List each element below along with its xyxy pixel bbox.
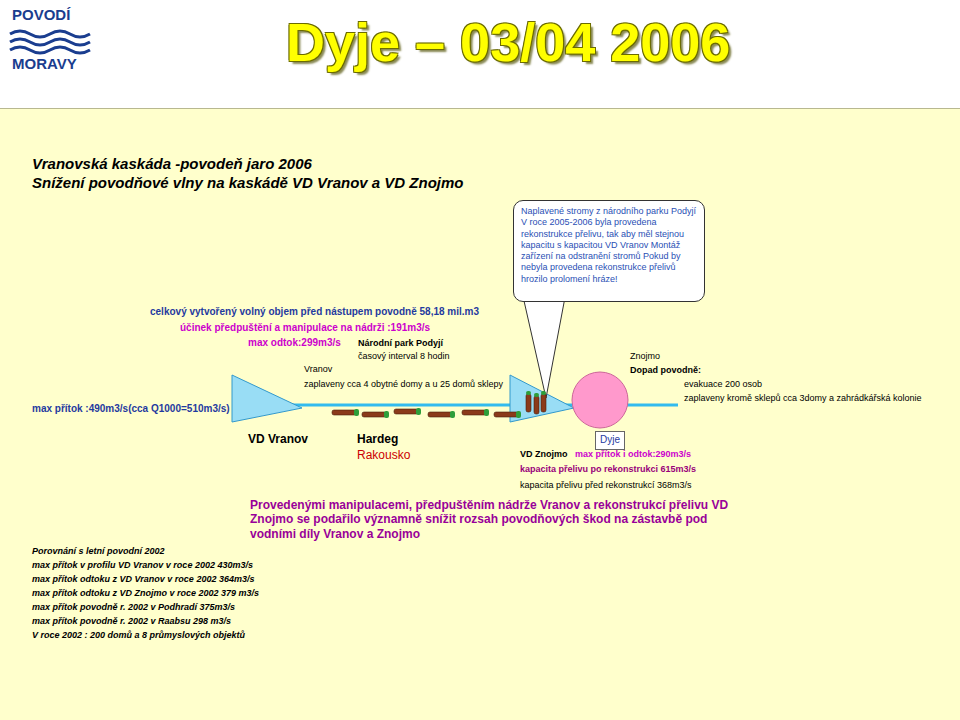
logo-text: MORAVY	[12, 55, 77, 73]
tree-log	[526, 391, 531, 412]
impact-heading: Dopad povodně:	[630, 365, 701, 376]
comparison-item: max přítok povodně r. 2002 v Podhradí 37…	[32, 602, 235, 613]
volume-note: celkový vytvořený volný objem před nástu…	[150, 306, 479, 318]
tree-log	[428, 411, 455, 418]
impact-note: evakuace 200 osob	[684, 379, 762, 390]
effect-note: účinek předpuštění a manipulace na nádrž…	[180, 322, 430, 334]
callout-tail	[522, 292, 566, 398]
tree-log	[494, 411, 521, 418]
time-note: časový interval 8 hodin	[358, 351, 450, 362]
vranov-reservoir	[232, 375, 302, 422]
place-label: Hardeg	[357, 432, 398, 446]
inflow-note: max přítok :490m3/s(cca Q1000=510m3/s)	[32, 403, 230, 415]
section-heading: Vranovská kaskáda -povodeň jaro 2006	[32, 155, 312, 173]
box-text: Dyje	[600, 434, 620, 447]
comparison-item: max přítok povodně r. 2002 v Raabsu 298 …	[32, 616, 231, 627]
slide-title: Dyje – 03/04 2006	[286, 10, 730, 75]
callout-box: Naplavené stromy z národního parku Podyj…	[513, 200, 705, 302]
dam-label: VD Vranov	[248, 432, 308, 446]
comparison-item: V roce 2002 : 200 domů a 8 průmyslových …	[32, 630, 245, 641]
impact-note: zaplaveny kromě sklepů cca 3domy a zahrá…	[684, 393, 922, 404]
comparison-item: max přítok odtoku z VD Znojmo v roce 200…	[32, 588, 259, 599]
outflow-note: max odtok:299m3/s	[248, 337, 341, 349]
capacity-note: kapacita přelivu po rekonstrukci 615m3/s	[520, 464, 696, 475]
flow-note: max přítok i odtok:290m3/s	[575, 449, 691, 460]
comparison-item: max přítok v profilu VD Vranov v roce 20…	[32, 560, 253, 571]
tree-log	[541, 391, 546, 412]
park-label: Národní park Podyjí	[358, 338, 443, 349]
comparison-item: max přítok odtoku z VD Vranov v roce 200…	[32, 574, 254, 585]
section-heading: Snížení povodňové vlny na kaskádě VD Vra…	[32, 174, 464, 192]
znojmo-town	[572, 372, 628, 428]
town-label: Vranov	[304, 364, 332, 375]
town-label: Znojmo	[630, 351, 660, 362]
capacity-note: kapacita přelivu před rekonstrukcí 368m3…	[520, 480, 692, 491]
comparison-heading: Porovnání s letní povodní 2002	[32, 546, 165, 557]
box-text: Naplavené stromy z národního parku Podyj…	[521, 206, 697, 285]
tree-log	[462, 409, 489, 416]
tree-log	[394, 408, 421, 415]
river-label-box: Dyje	[595, 431, 625, 450]
logo-waves	[10, 31, 90, 53]
dam-label: VD Znojmo	[520, 449, 568, 460]
tree-logs	[332, 391, 546, 418]
summary-text: Provedenými manipulacemi, předpuštěním n…	[250, 498, 730, 541]
country-label: Rakousko	[357, 448, 410, 462]
logo-text: POVODÍ	[12, 6, 70, 24]
impact-note: zaplaveny cca 4 obytné domy a u 25 domů …	[304, 379, 503, 390]
tree-log	[332, 409, 359, 416]
tree-log	[362, 411, 389, 418]
tree-log	[534, 393, 539, 414]
